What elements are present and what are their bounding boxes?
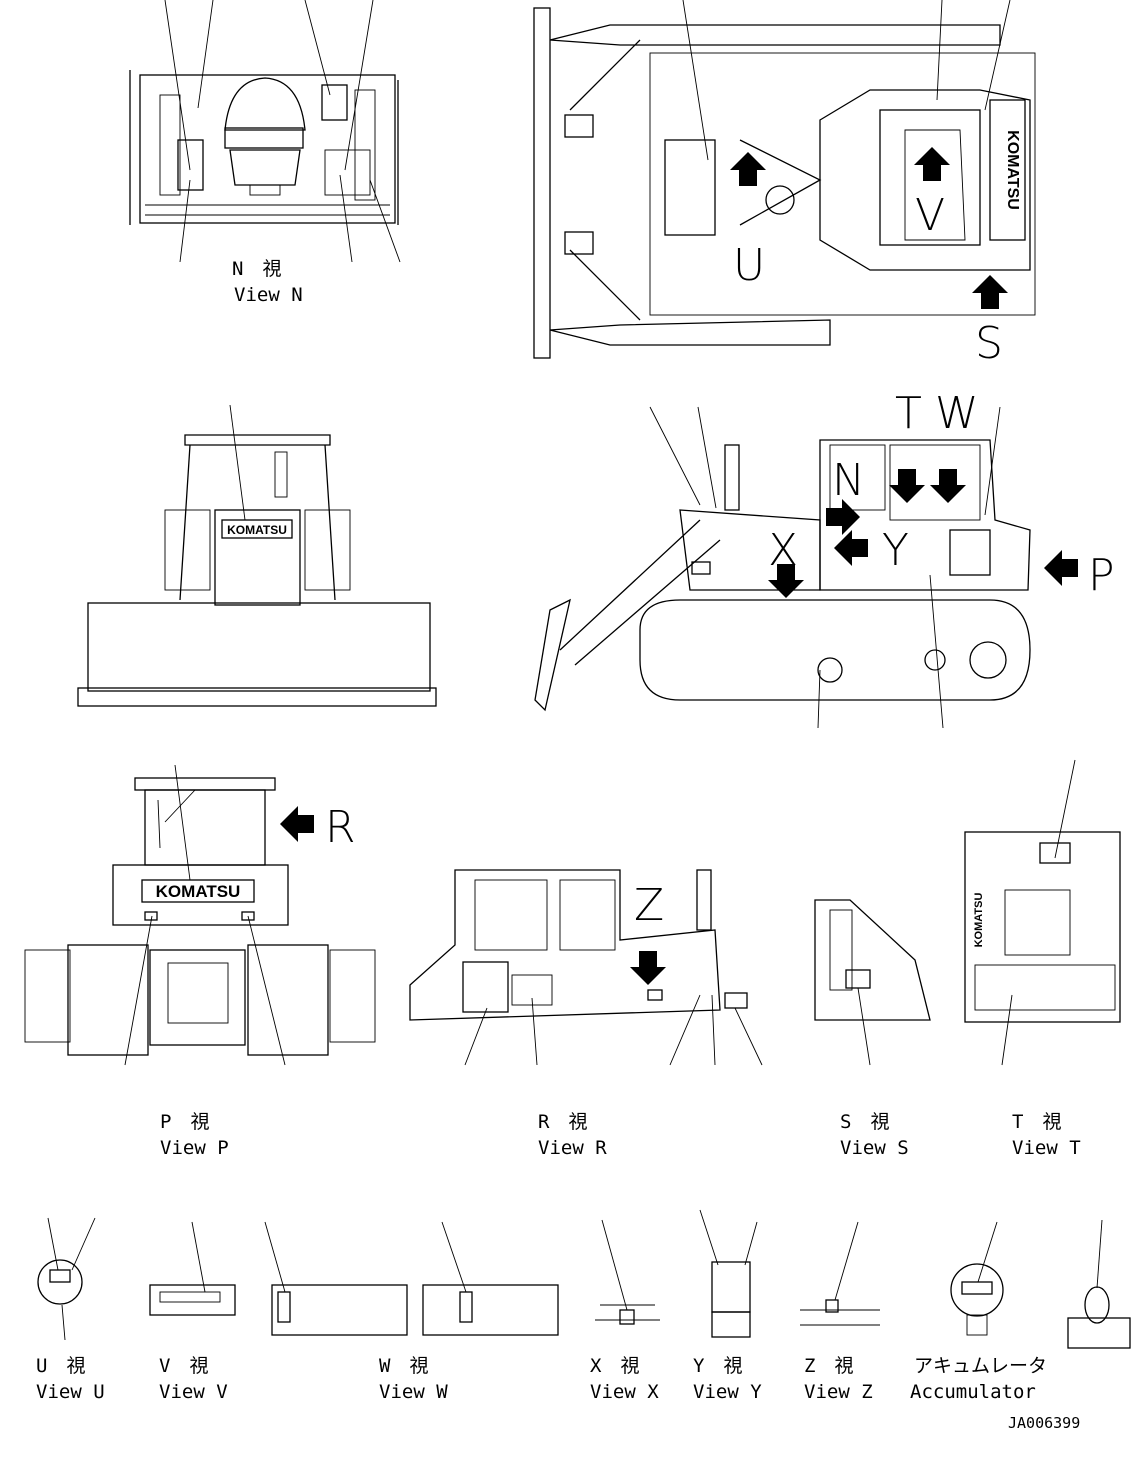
view-v-en-label: View V bbox=[159, 1381, 228, 1403]
view-w-illustration bbox=[264, 1221, 559, 1336]
front-view-brand: KOMATSU bbox=[227, 523, 287, 537]
view-s-jp-label: S 視 bbox=[840, 1111, 889, 1133]
marker-w: W bbox=[935, 388, 979, 439]
view-w-en-label: View W bbox=[379, 1381, 448, 1403]
view-p-brand: KOMATSU bbox=[156, 882, 241, 901]
view-n-illustration bbox=[129, 0, 401, 263]
view-z-illustration bbox=[800, 1221, 880, 1326]
view-r-en-label: View R bbox=[538, 1137, 607, 1159]
front-view-illustration: KOMATSU bbox=[77, 404, 437, 707]
marker-u: U bbox=[733, 240, 765, 291]
view-z-en-label: View Z bbox=[804, 1381, 873, 1403]
marker-p: P bbox=[1088, 550, 1115, 601]
view-r-jp-label: R 視 bbox=[538, 1111, 587, 1133]
marker-n: N bbox=[832, 455, 865, 506]
view-t-illustration: KOMATSU bbox=[964, 759, 1121, 1066]
view-t-en-label: View T bbox=[1012, 1137, 1081, 1159]
marker-x: X bbox=[768, 525, 798, 576]
view-t-brand: KOMATSU bbox=[973, 893, 985, 948]
view-w-jp-label: W 視 bbox=[379, 1355, 428, 1377]
marker-t: T bbox=[895, 388, 922, 439]
marker-y: Y bbox=[882, 525, 909, 576]
marker-z: Z bbox=[634, 880, 664, 931]
top-view-brand: KOMATSU bbox=[1004, 130, 1021, 210]
view-x-en-label: View X bbox=[590, 1381, 659, 1403]
side-view-illustration bbox=[534, 406, 1078, 729]
view-z-jp-label: Z 視 bbox=[804, 1355, 853, 1377]
view-p-jp-label: P 視 bbox=[160, 1111, 209, 1133]
view-u-jp-label: U 視 bbox=[36, 1355, 85, 1377]
drawing-id: JA006399 bbox=[1008, 1414, 1080, 1432]
view-p-illustration: KOMATSU bbox=[24, 764, 376, 1066]
view-y-en-label: View Y bbox=[693, 1381, 762, 1403]
view-t-jp-label: T 視 bbox=[1012, 1111, 1061, 1133]
accumulator-en-label: Accumulator bbox=[910, 1381, 1036, 1403]
marker-v: V bbox=[915, 190, 945, 241]
marker-r: R bbox=[325, 802, 356, 853]
view-y-jp-label: Y 視 bbox=[693, 1355, 742, 1377]
view-y-illustration bbox=[699, 1209, 758, 1338]
marker-s: S bbox=[975, 318, 1003, 369]
view-s-en-label: View S bbox=[840, 1137, 909, 1159]
view-v-illustration bbox=[149, 1221, 236, 1316]
view-p-en-label: View P bbox=[160, 1137, 229, 1159]
top-view-illustration: KOMATSU bbox=[533, 0, 1036, 359]
view-u-en-label: View U bbox=[36, 1381, 105, 1403]
accumulator-jp-label: アキュムレータ bbox=[914, 1355, 1047, 1377]
view-n-en-label: View N bbox=[234, 284, 303, 306]
view-u-illustration bbox=[37, 1217, 96, 1341]
view-r-illustration bbox=[409, 869, 763, 1066]
accumulator-illustration bbox=[950, 1219, 1131, 1349]
view-s-illustration bbox=[814, 899, 931, 1066]
view-v-jp-label: V 視 bbox=[159, 1355, 208, 1377]
view-n-jp-label: N 視 bbox=[232, 258, 281, 280]
view-x-jp-label: X 視 bbox=[590, 1355, 639, 1377]
view-x-illustration bbox=[595, 1219, 660, 1325]
